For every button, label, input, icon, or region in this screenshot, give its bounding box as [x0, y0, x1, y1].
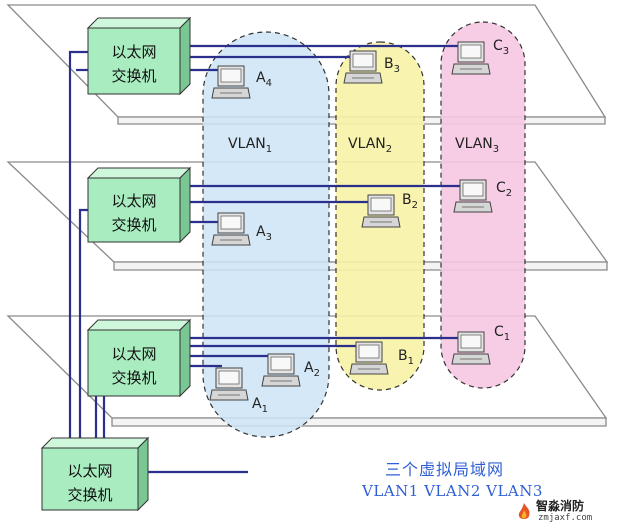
svg-text:交换机: 交换机: [67, 486, 112, 504]
host-c1: C1: [451, 324, 510, 365]
svg-text:交换机: 交换机: [111, 67, 156, 85]
caption-title: 三个虚拟局域网: [385, 460, 505, 479]
svg-text:C1: C1: [494, 324, 510, 343]
host-b2: B2: [361, 192, 418, 228]
svg-text:B2: B2: [402, 192, 418, 211]
svg-text:以太网: 以太网: [111, 43, 156, 61]
svg-text:以太网: 以太网: [111, 345, 156, 363]
svg-text:交换机: 交换机: [111, 216, 156, 234]
host-a1: A1: [209, 367, 268, 415]
switch-bottom: 以太网 交换机: [86, 318, 192, 398]
svg-text:B1: B1: [398, 348, 414, 367]
svg-text:C3: C3: [493, 38, 509, 57]
svg-text:A1: A1: [252, 396, 268, 415]
svg-text:A3: A3: [256, 224, 272, 243]
watermark-url: zmjaxf.com: [538, 513, 593, 523]
svg-text:以太网: 以太网: [67, 462, 112, 480]
svg-text:C2: C2: [496, 180, 512, 199]
switch-main: 以太网 交换机: [40, 436, 150, 512]
vlan-1-label: VLAN1: [228, 136, 272, 155]
host-c3: C3: [451, 38, 509, 75]
switch-middle: 以太网 交换机: [86, 166, 192, 244]
svg-text:交换机: 交换机: [111, 369, 156, 387]
caption-subtitle: VLAN1 VLAN2 VLAN3: [362, 482, 543, 500]
vlan-1-region: [202, 31, 330, 438]
vlan-2-region: [335, 41, 425, 391]
svg-text:以太网: 以太网: [111, 192, 156, 210]
host-b3: B3: [343, 50, 400, 84]
host-c2: C2: [453, 179, 512, 213]
host-b1: B1: [349, 341, 414, 375]
vlan-3-label: VLAN3: [455, 136, 499, 155]
watermark: 智淼消防 zmjaxf.com: [512, 496, 624, 528]
watermark-name: 智淼消防: [536, 499, 585, 513]
host-a2: A2: [261, 353, 320, 387]
switch-top: 以太网 交换机: [86, 16, 192, 96]
host-a3: A3: [211, 212, 272, 246]
svg-text:B3: B3: [384, 56, 400, 75]
host-a4: A4: [211, 65, 272, 99]
flame-logo-icon: [518, 503, 530, 519]
svg-text:A2: A2: [304, 360, 320, 379]
vlan-2-label: VLAN2: [348, 136, 392, 155]
svg-text:A4: A4: [256, 70, 272, 89]
